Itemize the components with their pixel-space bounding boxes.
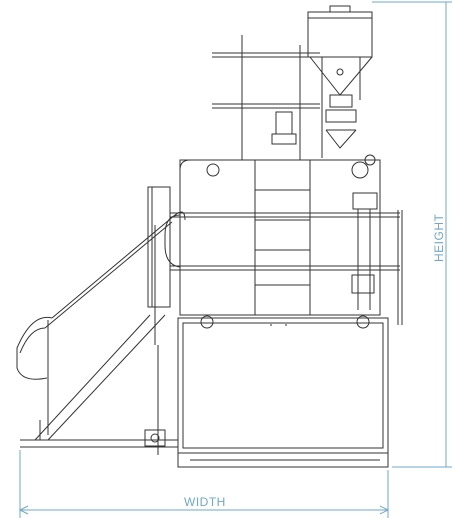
valve-column xyxy=(351,192,378,310)
stairs xyxy=(16,211,186,455)
upper-frame xyxy=(212,35,320,160)
height-dimension-label: HEIGHT xyxy=(432,213,446,262)
tank-handrail xyxy=(164,210,403,325)
width-dimension-label: WIDTH xyxy=(184,495,226,509)
base-skid xyxy=(177,315,389,468)
side-panel xyxy=(147,186,171,308)
motor xyxy=(271,111,297,145)
dimension-lines xyxy=(18,1,452,518)
hopper xyxy=(307,5,373,158)
main-tank xyxy=(179,154,381,316)
